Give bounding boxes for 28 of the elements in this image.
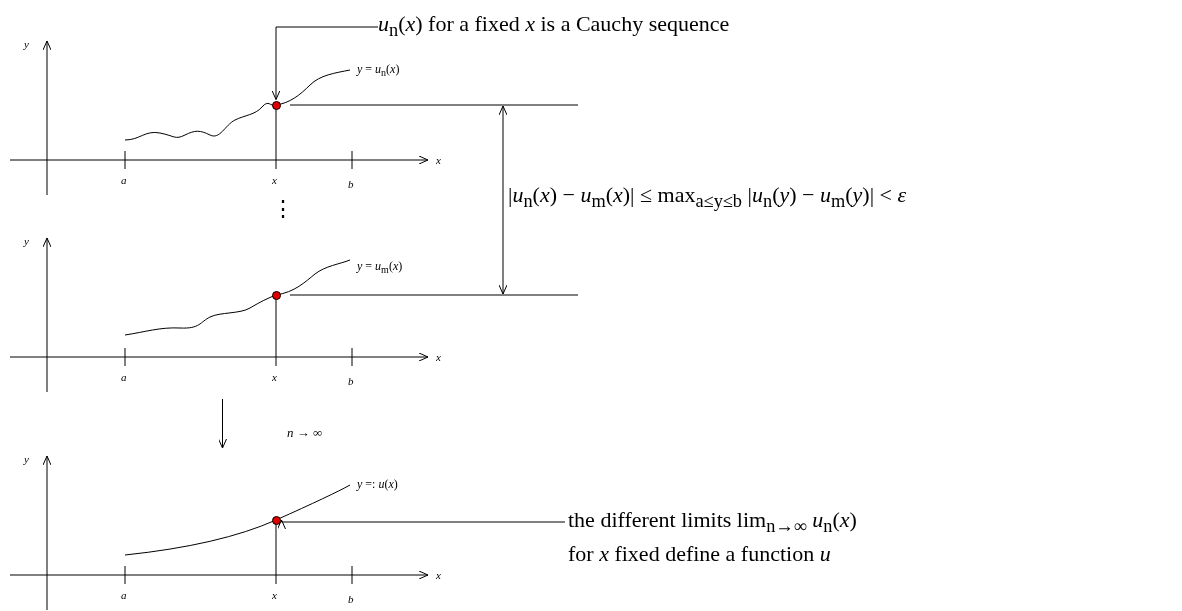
tick-label: a <box>121 174 127 186</box>
arrow <box>218 398 227 449</box>
annotation-text: u$_{n}$(x) for a fixed x is a Cauchy sequence <box>378 11 730 42</box>
annotation-text: the different limits lim$_{n→∞}$ u$_{n}$(x) for x fixed define a function u <box>568 506 868 569</box>
axis-label: y <box>24 38 29 50</box>
axis-label: x <box>436 351 441 363</box>
tick-label: x <box>272 589 277 601</box>
tick-label: x <box>272 371 277 383</box>
tick-label: b <box>348 375 354 387</box>
leader-line <box>271 26 379 100</box>
point-marker <box>271 515 281 525</box>
point-marker <box>271 290 281 300</box>
curve-label: y =: u(x) <box>357 477 398 492</box>
axis-label: y <box>24 235 29 247</box>
point-marker <box>271 100 281 110</box>
tick-label: a <box>121 371 127 383</box>
tick-label: b <box>348 178 354 190</box>
curve-label: y = u$_{m}$(x) <box>357 259 403 276</box>
inequality-label: |u$_{n}$(x) − u$_{m}$(x)| ≤ max$_{a≤y≤b}$ |u$_{n}$(y) − u$_{m}$(y)| < ε <box>508 182 907 213</box>
arrow <box>277 519 566 530</box>
axis-label: x <box>436 154 441 166</box>
axis-label: y <box>24 453 29 465</box>
tick-label: b <box>348 593 354 605</box>
vertical-ellipsis: ⋮ <box>272 196 294 222</box>
tick-label: a <box>121 589 127 601</box>
tick-label: x <box>272 174 277 186</box>
axis-label: x <box>436 569 441 581</box>
curve-label: y = u$_{n}$(x) <box>357 62 400 79</box>
